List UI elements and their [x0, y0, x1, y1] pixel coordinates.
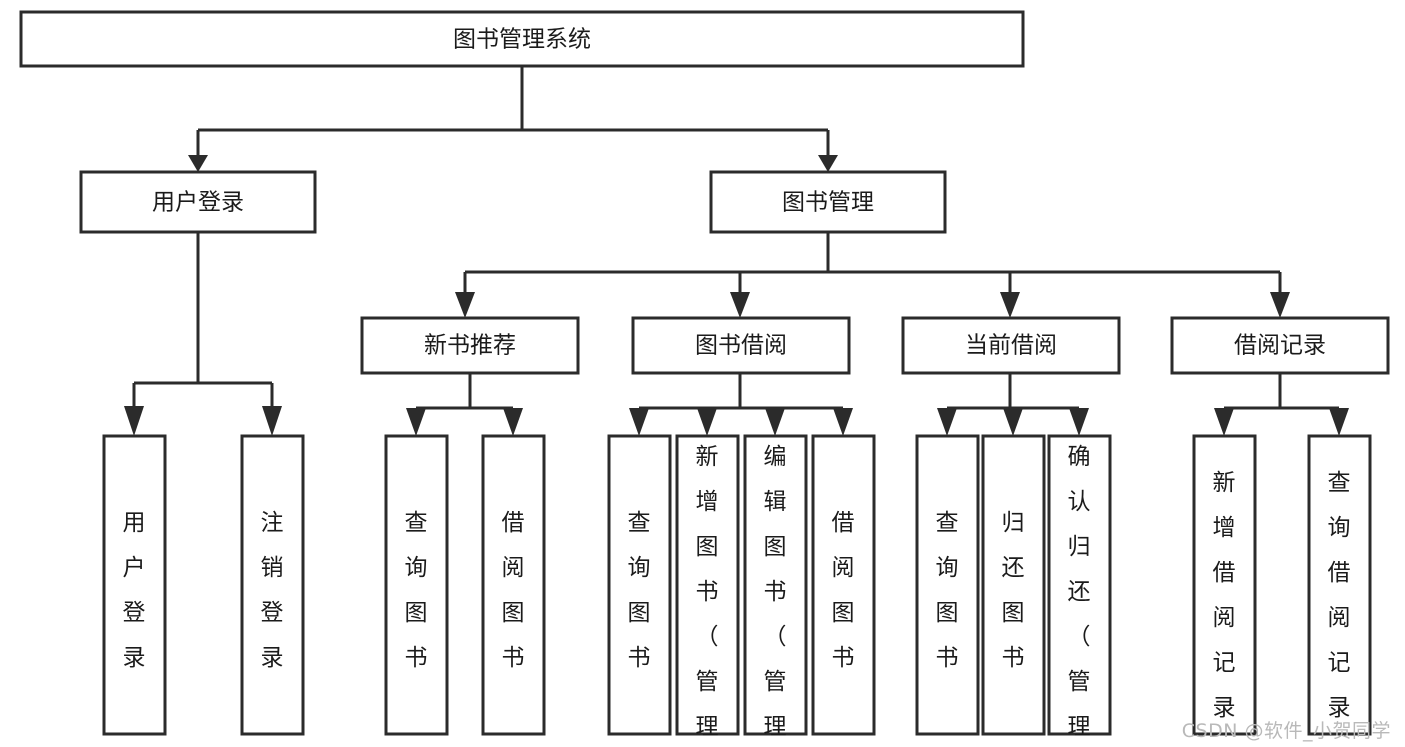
leaf-logout-login-box[interactable] [240, 434, 305, 736]
leaf-query-borrow-record[interactable]: 查询借阅记录 [1307, 434, 1372, 736]
leaf-user-login-label: 用户登录 [123, 510, 146, 671]
leaf-query-borrow-record-label: 查询借阅记录 [1328, 470, 1351, 721]
node-book-borrow[interactable]: 图书借阅 [631, 316, 851, 375]
arrowhead-user-login [188, 155, 208, 172]
leaf-return-book-label: 归还图书 [1002, 510, 1025, 671]
leaf-query-book-2-label: 查询图书 [628, 510, 651, 671]
nodes-layer: 图书管理系统 用户登录 图书管理 新书推荐 图书借阅 当前 [19, 10, 1390, 747]
leaf-logout-login-label: 注销登录 [261, 510, 284, 671]
leaf-edit-book-admin-label: 编辑图书（管理员） [764, 444, 787, 747]
arrowhead-leaf-add-book-admin [697, 408, 717, 436]
leaf-add-borrow-record[interactable]: 新增借阅记录 [1192, 434, 1257, 736]
leaf-query-book-3-label: 查询图书 [936, 510, 959, 671]
leaf-edit-book-admin[interactable]: 编辑图书（管理员） [743, 434, 808, 747]
node-root[interactable]: 图书管理系统 [19, 10, 1025, 68]
node-user-login-box[interactable] [79, 170, 317, 234]
leaf-borrow-book-1-label: 借阅图书 [502, 510, 525, 671]
leaf-add-book-admin-label: 新增图书（管理员） [696, 444, 719, 747]
leaf-borrow-book-2-label: 借阅图书 [832, 510, 855, 671]
arrowhead-leaf-logout [262, 406, 282, 436]
node-user-login[interactable]: 用户登录 [79, 170, 317, 234]
node-root-label: 图书管理系统 [453, 27, 591, 53]
node-borrow-record-box[interactable] [1170, 316, 1390, 375]
node-new-book-recommend[interactable]: 新书推荐 [360, 316, 580, 375]
leaf-user-login-box[interactable] [102, 434, 167, 736]
node-current-borrow[interactable]: 当前借阅 [901, 316, 1121, 375]
node-new-book-recommend-box[interactable] [360, 316, 580, 375]
node-user-login-label: 用户登录 [152, 190, 244, 216]
arrowhead-leaf-edit-book-admin [765, 408, 785, 436]
leaf-query-borrow-record-box[interactable] [1307, 434, 1372, 736]
leaf-confirm-return-admin-label: 确认归还（管理员） [1068, 444, 1091, 747]
arrowhead-new-book [455, 292, 475, 318]
leaf-query-book-2[interactable]: 查询图书 [607, 434, 672, 736]
arrowhead-leaf-add-borrow-record [1214, 408, 1234, 436]
leaf-query-book-1-box[interactable] [384, 434, 449, 736]
leaf-add-book-admin-box[interactable] [675, 434, 740, 736]
leaf-borrow-book-1-box[interactable] [481, 434, 546, 736]
arrowhead-current-borrow [1000, 292, 1020, 318]
node-root-box[interactable] [19, 10, 1025, 68]
leaf-logout-login[interactable]: 注销登录 [240, 434, 305, 736]
arrowhead-leaf-query-book-1 [406, 408, 426, 436]
node-borrow-record[interactable]: 借阅记录 [1170, 316, 1390, 375]
arrowhead-leaf-query-book-3 [937, 408, 957, 436]
node-book-borrow-box[interactable] [631, 316, 851, 375]
arrowhead-leaf-confirm-return-admin [1069, 408, 1089, 436]
csdn-watermark: CSDN @软件_小贺同学 [1181, 720, 1391, 742]
leaf-query-book-1[interactable]: 查询图书 [384, 434, 449, 736]
node-current-borrow-label: 当前借阅 [965, 333, 1057, 359]
leaf-add-borrow-record-box[interactable] [1192, 434, 1257, 736]
leaf-return-book-box[interactable] [981, 434, 1046, 736]
arrowhead-leaf-query-borrow-record [1329, 408, 1349, 436]
leaf-edit-book-admin-box[interactable] [743, 434, 808, 736]
arrowhead-leaf-user-login [124, 406, 144, 436]
leaf-query-book-3-box[interactable] [915, 434, 980, 736]
node-book-manage-label: 图书管理 [782, 190, 874, 216]
arrowhead-borrow-record [1270, 292, 1290, 318]
arrowhead-leaf-return-book [1003, 408, 1023, 436]
leaf-confirm-return-admin-box[interactable] [1047, 434, 1112, 736]
arrowhead-leaf-query-book-2 [629, 408, 649, 436]
arrowhead-book-manage [818, 155, 838, 172]
leaf-confirm-return-admin[interactable]: 确认归还（管理员） [1047, 434, 1112, 747]
leaf-borrow-book-2-box[interactable] [811, 434, 876, 736]
node-current-borrow-box[interactable] [901, 316, 1121, 375]
node-book-borrow-label: 图书借阅 [695, 333, 787, 359]
leaf-user-login[interactable]: 用户登录 [102, 434, 167, 736]
leaf-add-borrow-record-label: 新增借阅记录 [1213, 470, 1236, 721]
leaf-borrow-book-2[interactable]: 借阅图书 [811, 434, 876, 736]
node-new-book-recommend-label: 新书推荐 [424, 333, 516, 359]
edges-layer [124, 66, 1349, 436]
leaf-add-book-admin[interactable]: 新增图书（管理员） [675, 434, 740, 747]
node-book-manage-box[interactable] [709, 170, 947, 234]
leaf-query-book-2-box[interactable] [607, 434, 672, 736]
arrowhead-book-borrow [730, 292, 750, 318]
arrowhead-leaf-borrow-book-2 [833, 408, 853, 436]
node-borrow-record-label: 借阅记录 [1234, 333, 1326, 359]
leaf-return-book[interactable]: 归还图书 [981, 434, 1046, 736]
leaf-query-book-3[interactable]: 查询图书 [915, 434, 980, 736]
arrowhead-leaf-borrow-book-1 [503, 408, 523, 436]
node-book-manage[interactable]: 图书管理 [709, 170, 947, 234]
leaf-borrow-book-1[interactable]: 借阅图书 [481, 434, 546, 736]
leaf-query-book-1-label: 查询图书 [405, 510, 428, 671]
